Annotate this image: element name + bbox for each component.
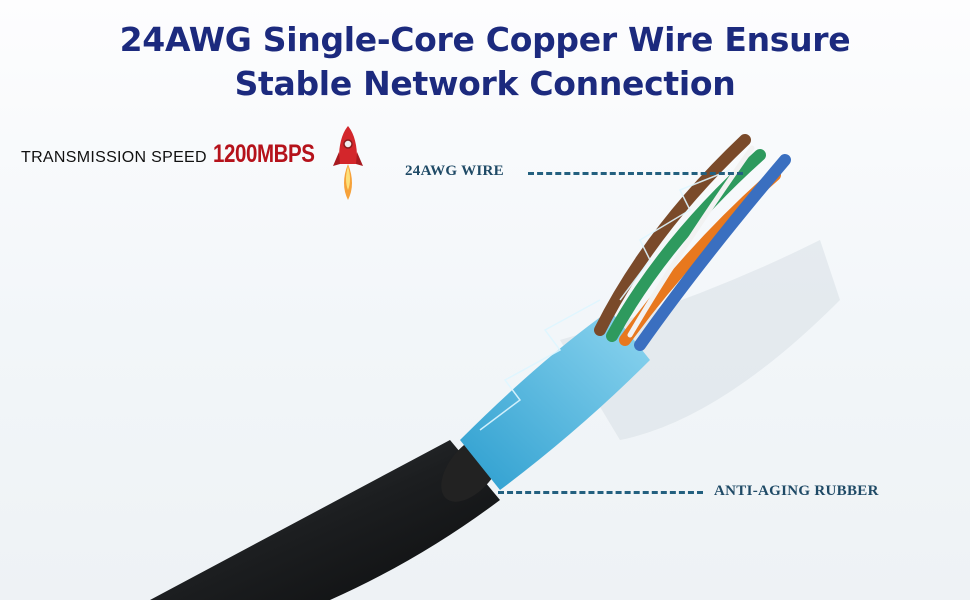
foil-shield [460,310,650,490]
callout-line-wire [528,172,743,175]
speed-value: 1200MBPS [212,140,315,168]
rocket-icon [333,126,363,200]
title-line-1: 24AWG Single-Core Copper Wire Ensure [119,20,851,59]
title-line-2: Stable Network Connection [234,64,736,103]
transmission-speed: TRANSMISSION SPEED 1200MBPS [21,140,337,169]
speed-label: TRANSMISSION SPEED [21,149,207,166]
rubber-jacket [150,440,500,600]
callout-line-rubber [498,491,703,494]
callout-anti-aging-rubber: ANTI-AGING RUBBER [714,483,879,499]
twisted-pairs [594,134,791,351]
callout-24awg-wire: 24AWG WIRE [405,163,504,179]
page-title: 24AWG Single-Core Copper Wire Ensure Sta… [0,18,970,106]
